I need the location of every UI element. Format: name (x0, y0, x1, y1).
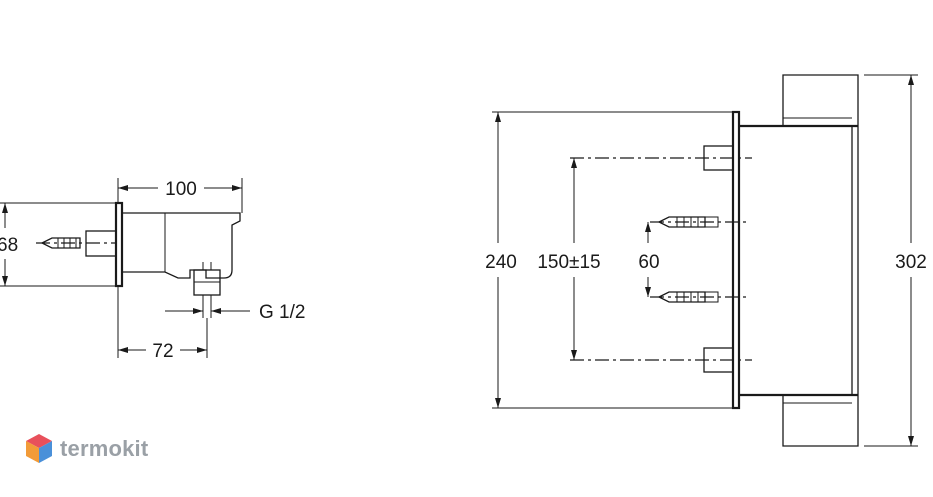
right-anchor-upper (650, 216, 748, 228)
dim-height-label: 68 (0, 235, 18, 256)
left-wall-plate (114, 201, 124, 288)
dim-spacing-label: 150±15 (537, 252, 600, 273)
dim-inner-spacing-label: 60 (638, 252, 659, 273)
dim-depth-label: 72 (152, 341, 173, 362)
logo-text: termokit (60, 436, 149, 461)
left-anchor-dowel (36, 237, 116, 249)
cube-logo-icon (26, 434, 52, 463)
left-housing (122, 212, 241, 279)
right-anchor-lower (650, 291, 748, 303)
dim-width-label: 100 (165, 179, 197, 200)
dim-total-height-label: 302 (895, 252, 927, 273)
right-wall-plate (731, 110, 741, 410)
right-front-view: 240 150±15 60 302 (485, 74, 927, 447)
dim-overall-height-label: 240 (485, 252, 517, 273)
left-side-view: 100 68 G 1/2 72 (0, 178, 305, 362)
termokit-logo: termokit (24, 432, 148, 466)
dim-thread-label: G 1/2 (259, 302, 305, 323)
